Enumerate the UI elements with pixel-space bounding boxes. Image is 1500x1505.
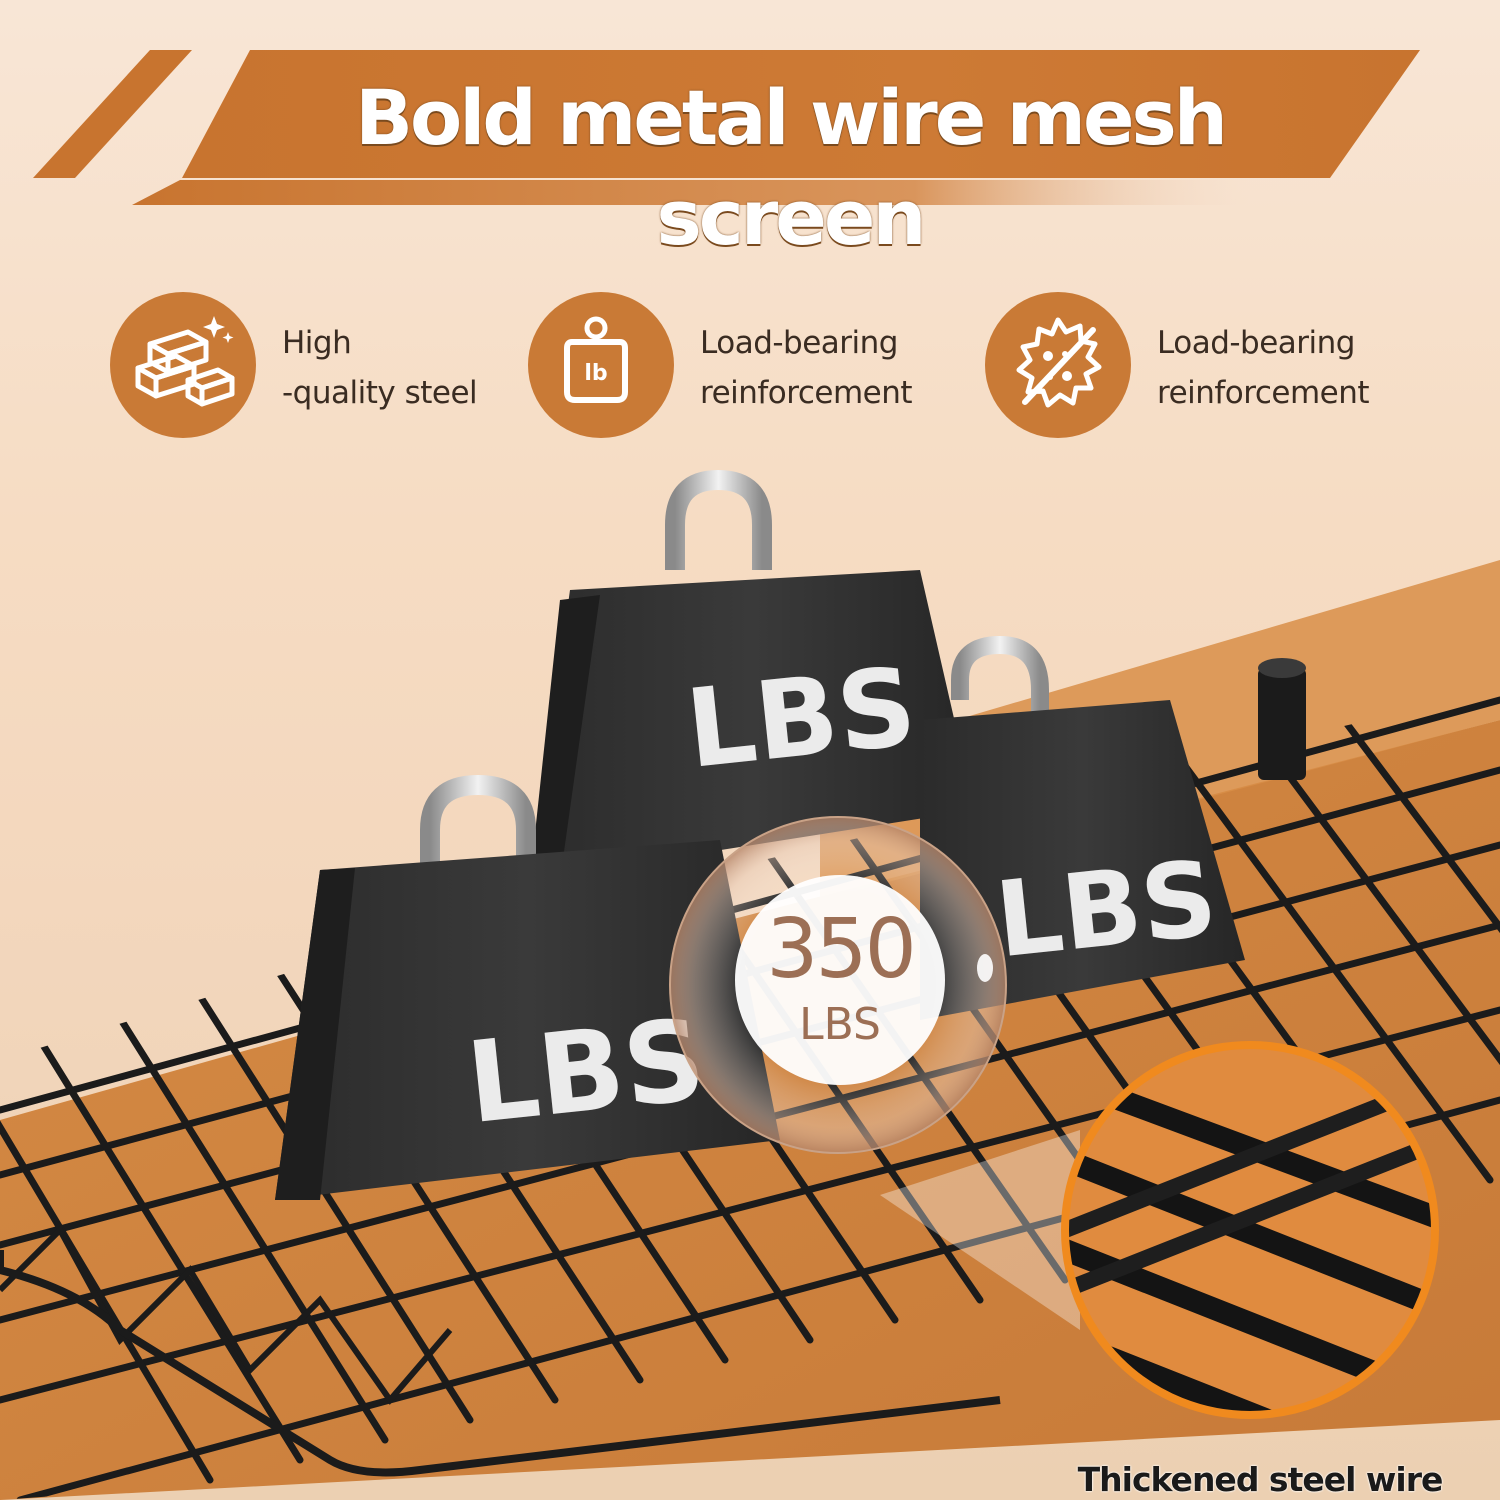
feature-line-2: -quality steel <box>282 375 478 411</box>
feature-line-1: High <box>282 325 352 361</box>
feature-icon-circle <box>110 292 256 438</box>
feature-text: Load-bearing reinforcement <box>700 318 960 418</box>
capacity-disc <box>735 875 945 1085</box>
banner-underline <box>132 180 1250 205</box>
shelf-post <box>1258 668 1306 780</box>
page-title: Bold metal wire mesh screen <box>355 73 1228 262</box>
weight-label: LBS <box>990 837 1222 981</box>
zoom-caption: Thickened steel wire <box>1077 1460 1444 1499</box>
feature-text: High -quality steel <box>282 318 542 418</box>
feature-line-2: reinforcement <box>700 375 913 411</box>
weight-icon-label: lb <box>584 361 607 386</box>
weight-lb-icon: lb <box>564 316 628 403</box>
zoom-detail <box>1065 1045 1435 1415</box>
capacity-unit: LBS <box>799 999 881 1050</box>
zoom-ray <box>880 1130 1080 1330</box>
zoom-ring <box>1061 1041 1439 1419</box>
feature-text: Load-bearing reinforcement <box>1157 318 1417 418</box>
header-banner <box>33 50 1420 205</box>
feature-icon-circle <box>985 292 1131 438</box>
weight-label: LBS <box>461 995 711 1149</box>
banner-stripe <box>33 50 192 178</box>
weight-label: LBS <box>681 645 922 793</box>
feature-icon-circle: lb <box>528 292 674 438</box>
banner-band <box>182 50 1420 178</box>
feature-line-2: reinforcement <box>1157 375 1370 411</box>
feature-line-1: Load-bearing <box>700 325 898 361</box>
feature-line-1: Load-bearing <box>1157 325 1355 361</box>
gold-bars-icon <box>135 316 235 407</box>
weight-back: LBS <box>530 469 975 880</box>
shelf-frame <box>0 1250 1001 1477</box>
weight-front: LBS <box>275 774 780 1200</box>
capacity-value: 350 <box>766 902 917 997</box>
weight-right: LBS <box>920 635 1245 1020</box>
no-rust-icon <box>1016 317 1102 408</box>
